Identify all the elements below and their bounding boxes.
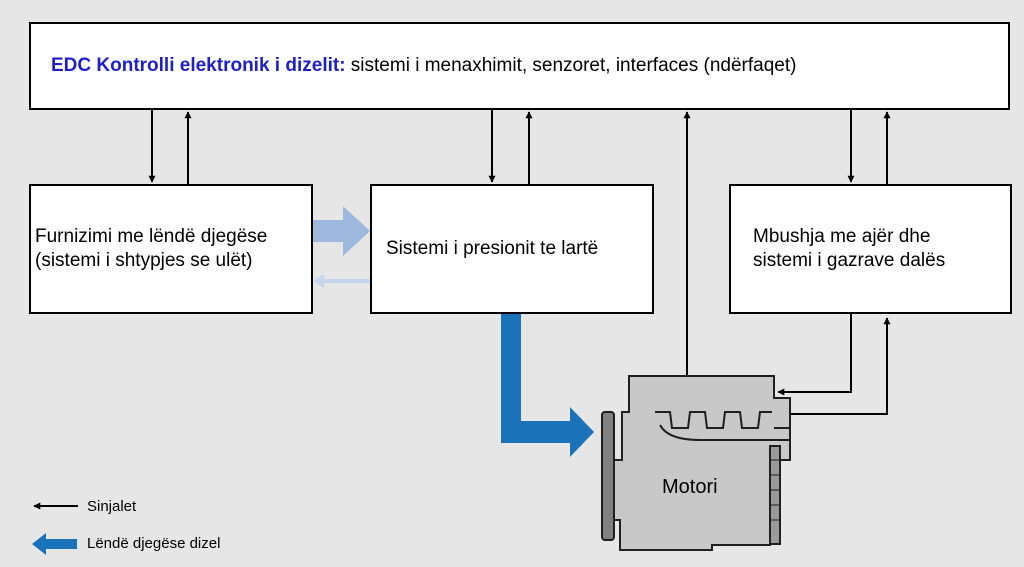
high-pressure-title: Sistemi i presionit te lartë: [386, 238, 599, 259]
edc-description: sistemi i menaxhimit, senzoret, interfac…: [345, 55, 797, 76]
engine-drawing: [601, 375, 791, 551]
fuel-supply-subtitle: (sistemi i shtypjes se ulët): [35, 250, 253, 271]
fuel-supply-box: Furnizimi me lëndë djegëse (sistemi i sh…: [29, 184, 313, 314]
engine-flywheel: [769, 445, 781, 545]
edc-control-box: EDC Kontrolli elektronik i dizelit: sist…: [29, 22, 1010, 110]
signal-arrow-engine-to-air: [778, 317, 891, 415]
engine-pulley-front: [601, 411, 615, 541]
fuel-flow-arrow-to-hp: [313, 206, 370, 256]
engine-intake-manifold: [655, 411, 772, 429]
return-flow-arrow: [313, 274, 370, 288]
legend-signals-label: Sinjalet: [87, 498, 137, 515]
edc-title: EDC Kontrolli elektronik i dizelit:: [51, 55, 346, 76]
legend-fuel-label: Lëndë djegëse dizel: [87, 535, 221, 552]
air-exhaust-box: Mbushja me ajër dhe sistemi i gazrave da…: [729, 184, 1012, 314]
fuel-flow-arrow-to-engine: [501, 314, 594, 457]
engine-block: [613, 375, 791, 551]
air-exhaust-subtitle: sistemi i gazrave dalës: [753, 250, 946, 271]
legend-fuel-arrow: [32, 533, 77, 555]
air-exhaust-title: Mbushja me ajër dhe: [753, 226, 931, 247]
fuel-supply-title: Furnizimi me lëndë djegëse: [35, 226, 268, 247]
signal-arrow-air-to-engine: [777, 314, 852, 396]
engine-exhaust-pipe: [659, 424, 791, 441]
engine-label: Motori: [662, 476, 718, 498]
high-pressure-box: Sistemi i presionit te lartë: [370, 184, 654, 314]
